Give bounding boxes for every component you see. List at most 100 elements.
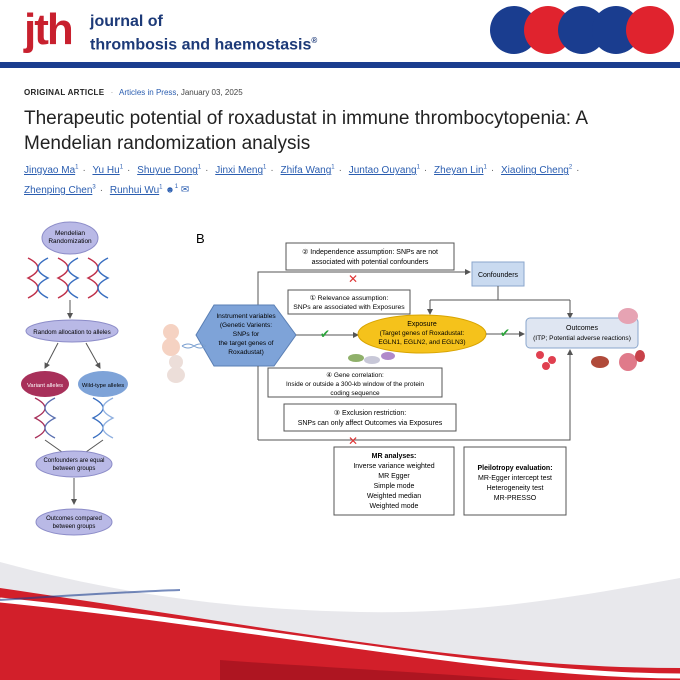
mr-analyses-box <box>333 446 455 516</box>
article-title: Therapeutic potential of roxadustat in i… <box>24 108 587 154</box>
iv-line3: SNPs for <box>233 331 260 338</box>
author-item[interactable]: Shuyue Dong1 <box>137 165 202 177</box>
journal-logo[interactable]: jth <box>24 5 74 54</box>
a2-line1: ② Independence assumption: SNPs are not <box>302 248 438 256</box>
cross-icon-2: ✕ <box>348 434 358 448</box>
outcomes-compared-node <box>35 508 113 536</box>
journal-header: jth journal of thrombosis and haemostasi… <box>0 0 680 62</box>
iv-line5: Roxadustat) <box>228 349 264 356</box>
instrument-hexagon <box>195 304 297 367</box>
a4-line2: Inside or outside a 300-kb window of the… <box>286 381 424 388</box>
journal-name-line1: journal of <box>90 13 163 30</box>
dna-strands <box>26 257 110 299</box>
baby-illustration <box>162 324 185 383</box>
author-item[interactable]: Zhenping Chen3 <box>24 184 96 196</box>
check-icon-1: ✔ <box>320 327 330 341</box>
exposure-line1: Exposure <box>407 321 437 328</box>
circle-3 <box>558 6 606 54</box>
a4-line3: coding sequence <box>330 390 380 397</box>
article-type: ORIGINAL ARTICLE <box>24 88 105 97</box>
outcomes-line1: Outcomes <box>566 325 598 332</box>
a3-line2: SNPs can only affect Outcomes via Exposu… <box>298 420 443 427</box>
author-list: Jingyao Ma1· Yu Hu1· Shuyue Dong1· Jinxi… <box>24 165 580 196</box>
iv-line4: the target genes of <box>219 340 274 347</box>
mr-line2: Inverse variance weighted <box>353 463 434 470</box>
a1-line2: SNPs are associated with Exposures <box>293 304 405 311</box>
mr-line1: MR analyses: <box>372 453 417 460</box>
a2-line2: associated with potential confounders <box>312 259 429 266</box>
panel-b-label: B <box>196 231 205 246</box>
a1-line1: ① Relevance assumption: <box>310 294 389 302</box>
pleiotropy-box <box>463 446 567 516</box>
assumption-2-box <box>285 242 455 271</box>
exposure-line3: EGLN1, EGLN2, and EGLN3) <box>378 339 465 346</box>
outcomes-line2: (ITP; Potential adverse reactions) <box>533 335 631 342</box>
conf-equal-1: Confounders are equal <box>43 458 104 464</box>
organ-illustrations <box>536 308 645 371</box>
iv-line2: (Genetic Varients: <box>220 322 272 329</box>
assumption-4-box <box>267 367 443 398</box>
person-icon[interactable]: ☻ <box>165 184 175 195</box>
author-item[interactable]: Zheyan Lin1 <box>434 165 487 177</box>
outcomes-comp-1: Outcomes compared <box>46 516 102 522</box>
figure-graphical-abstract: Mendelian Randomization Random allocatio… <box>21 221 645 536</box>
pl-line3: Heterogeneity test <box>487 485 544 492</box>
email-icon[interactable]: ✉ <box>180 184 190 196</box>
circle-4 <box>592 6 640 54</box>
swoosh-blue-line <box>0 589 181 601</box>
swoosh-white-stripe <box>0 597 680 679</box>
random-label: Random allocation to alleles <box>33 329 110 336</box>
swoosh-red <box>0 588 680 680</box>
random-node <box>25 319 119 343</box>
circle-5 <box>626 6 674 54</box>
mr-line3: MR Egger <box>378 473 410 480</box>
author-item[interactable]: Zhifa Wang1 <box>280 165 335 177</box>
author-item[interactable]: Xiaoling Cheng2 <box>501 165 573 177</box>
assumption-3-box <box>283 403 457 432</box>
cross-icon-1: ✕ <box>348 272 358 286</box>
circle-1 <box>490 6 538 54</box>
outcomes-comp-2: between groups <box>53 524 96 530</box>
wild-node <box>78 371 128 397</box>
exposure-line2: (Target genes of Roxadustat: <box>380 330 465 337</box>
confounders-label: Confounders <box>478 272 519 279</box>
article-status-link[interactable]: Articles in Press <box>119 88 177 97</box>
mr-line4: Simple mode <box>374 483 415 490</box>
article-date: , January 03, 2025 <box>176 88 243 97</box>
panel-b: B ② Independence assumption: SNPs are no… <box>162 231 645 516</box>
author-item[interactable]: Jinxi Meng1 <box>215 165 267 177</box>
author-item[interactable]: Jingyao Ma1 <box>24 165 79 177</box>
variant-node <box>21 371 69 397</box>
author-item[interactable]: Runhui Wu1 <box>109 184 163 196</box>
panel-a: Mendelian Randomization Random allocatio… <box>21 221 128 536</box>
swoosh-dark <box>220 660 520 680</box>
a3-line1: ③ Exclusion restriction: <box>334 409 406 417</box>
header-rule <box>0 62 680 68</box>
author-item[interactable]: Juntao Ouyang1 <box>348 165 420 177</box>
iv-line1: Instrument variables <box>216 313 276 320</box>
article-meta: ORIGINAL ARTICLE · Articles in Press, Ja… <box>24 88 243 97</box>
pl-line2: MR-Egger intercept test <box>478 475 552 482</box>
mr-node <box>41 221 99 255</box>
confounders-box <box>471 261 525 287</box>
journal-name-line2: thrombosis and haemostasis® <box>90 36 318 54</box>
conf-equal-2: between groups <box>53 466 96 472</box>
pl-line1: Pleilotropy evaluation: <box>477 465 552 472</box>
circle-2 <box>524 6 572 54</box>
author-item[interactable]: Yu Hu1 <box>92 165 124 177</box>
decorative-circles <box>490 6 674 54</box>
check-icon-2: ✔ <box>500 326 510 340</box>
journal-name[interactable]: journal of thrombosis and haemostasis® <box>90 12 317 54</box>
mr-label-1: Mendelian <box>55 230 85 237</box>
mr-line6: Weighted mode <box>370 503 419 510</box>
registered-mark: ® <box>311 36 318 45</box>
decorative-swoosh-banner <box>0 562 680 680</box>
wild-label: Wild-type alleles <box>82 383 124 389</box>
pl-line4: MR-PRESSO <box>494 495 537 502</box>
mr-label-2: Randomization <box>48 238 92 245</box>
variant-label: Variant alleles <box>27 383 63 389</box>
pills-illustration <box>348 352 395 364</box>
small-dna <box>181 343 207 349</box>
mr-line5: Weighted median <box>367 493 421 500</box>
outcomes-box <box>525 317 639 349</box>
